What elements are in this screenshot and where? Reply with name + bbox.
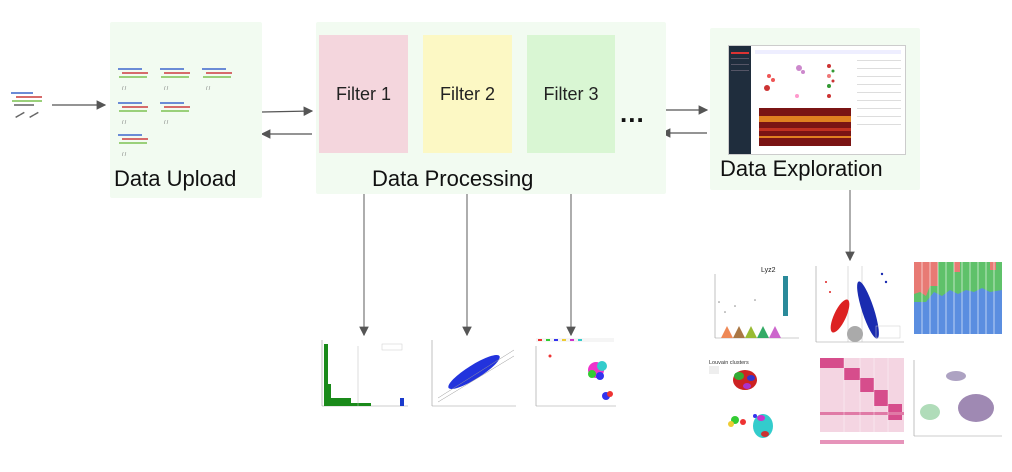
upload-files-group: / / / / / / / / / / / / xyxy=(118,68,232,158)
svg-text:▬▬: ▬▬ xyxy=(14,110,26,120)
data-processing-label: Data Processing xyxy=(372,166,534,191)
stacked-bar-thumbnail xyxy=(910,262,1006,342)
upload-file-icon: / / xyxy=(160,68,190,92)
data-exploration-label: Data Exploration xyxy=(720,156,883,181)
filter-3-box: Filter 3 xyxy=(527,35,615,153)
upload-file-icon: / / xyxy=(118,134,148,158)
umap-clusters-thumbnail xyxy=(530,336,618,412)
scatter-clusters-thumbnail xyxy=(910,356,1006,442)
histogram-thumbnail xyxy=(316,336,412,412)
upload-file-icon: / / xyxy=(160,102,190,126)
louvain-clusters-title: Louvain clusters xyxy=(709,360,749,366)
filter-2-label: Filter 2 xyxy=(439,83,495,104)
filter-1-box: Filter 1 xyxy=(319,35,408,153)
svg-text:/ /: / / xyxy=(122,152,127,158)
exploration-app-screenshot xyxy=(728,45,906,155)
data-upload-label: Data Upload xyxy=(114,166,237,191)
gene-heatmap-thumbnail xyxy=(810,356,906,448)
violin-plot-thumbnail: Lyz2 xyxy=(705,262,803,348)
input-file-icon: ▬▬ ▬▬ xyxy=(8,88,48,124)
filter-2-box: Filter 2 xyxy=(423,35,512,153)
louvain-clusters-thumbnail: Louvain clusters xyxy=(705,356,803,448)
svg-text:/ /: / / xyxy=(164,86,169,92)
svg-text:▬▬: ▬▬ xyxy=(28,110,40,120)
scatter-correlation-thumbnail xyxy=(424,336,520,412)
svg-text:/ /: / / xyxy=(122,86,127,92)
upload-file-icon: / / xyxy=(118,68,148,92)
svg-text:/ /: / / xyxy=(206,86,211,92)
filter-3-label: Filter 3 xyxy=(543,83,599,104)
violin-plot-title: Lyz2 xyxy=(761,267,776,274)
filter-1-label: Filter 1 xyxy=(335,83,391,104)
more-filters-ellipsis: ... xyxy=(620,98,645,128)
volcano-plot-thumbnail xyxy=(810,262,906,348)
svg-text:/ /: / / xyxy=(164,120,169,126)
upload-file-icon: / / xyxy=(118,102,148,126)
svg-text:/ /: / / xyxy=(122,120,127,126)
arrow-upload-to-processing xyxy=(261,106,314,116)
upload-file-icon: / / xyxy=(202,68,232,92)
